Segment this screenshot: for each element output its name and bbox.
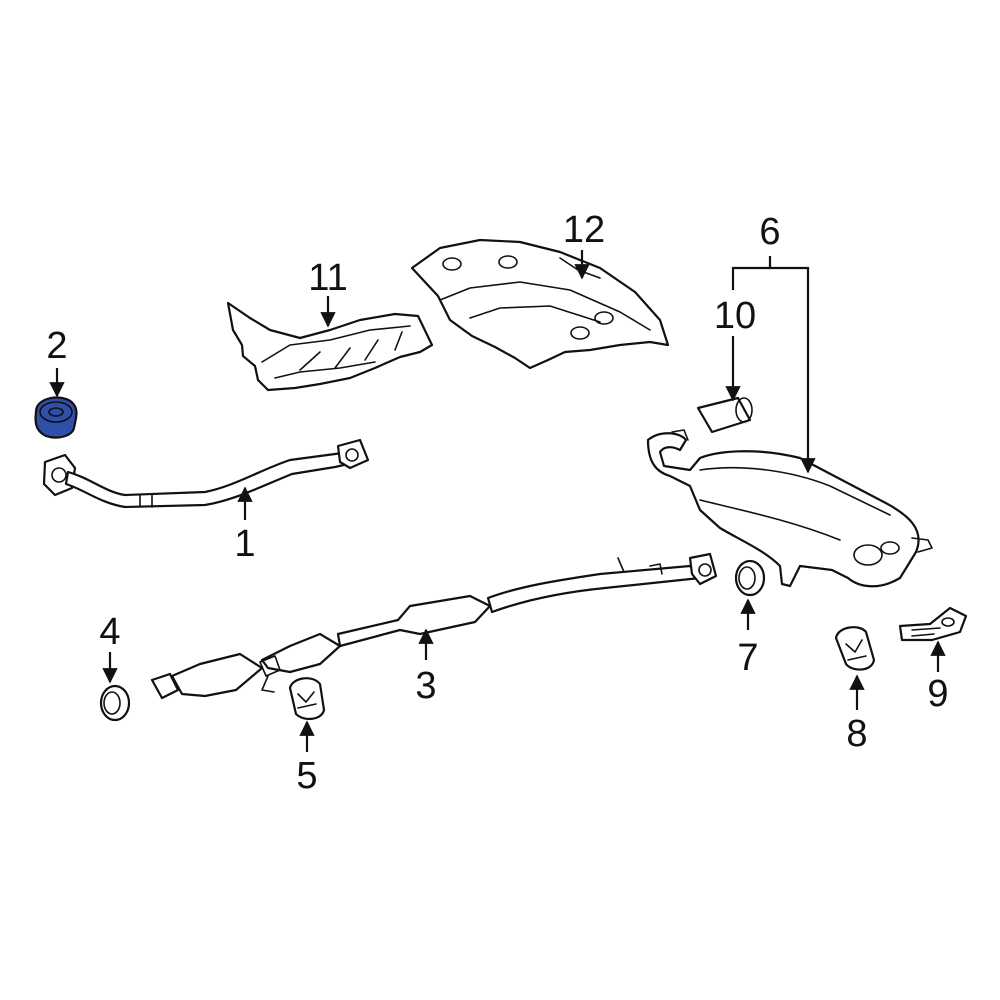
callout-4[interactable]: 4 — [99, 611, 120, 653]
callout-1[interactable]: 1 — [234, 523, 255, 565]
callout-labels: 1 2 3 4 5 6 7 8 9 10 11 12 — [46, 209, 948, 797]
leader-lines — [49, 250, 946, 752]
part-12-center-heat-shield[interactable] — [410, 238, 670, 370]
callout-12[interactable]: 12 — [563, 209, 605, 251]
callout-2[interactable]: 2 — [46, 325, 67, 367]
callout-8[interactable]: 8 — [846, 713, 867, 755]
callout-3[interactable]: 3 — [415, 665, 436, 707]
part-2-gasket[interactable] — [34, 396, 78, 439]
part-5-hanger[interactable] — [288, 677, 326, 720]
part-9-bracket[interactable] — [898, 606, 968, 642]
part-1-front-pipe[interactable] — [42, 438, 370, 509]
part-7-gasket[interactable] — [734, 559, 766, 597]
part-6-muffler-assembly[interactable] — [646, 429, 933, 588]
part-8-hanger[interactable] — [834, 626, 876, 671]
callout-10[interactable]: 10 — [714, 295, 756, 337]
callout-6[interactable]: 6 — [759, 211, 780, 253]
part-10-tail-pipe-tip[interactable] — [696, 396, 753, 434]
callout-7[interactable]: 7 — [737, 637, 758, 679]
callout-11[interactable]: 11 — [308, 257, 347, 299]
part-3-center-pipe-assembly[interactable] — [150, 552, 718, 700]
part-4-gasket[interactable] — [99, 684, 131, 722]
callout-9[interactable]: 9 — [927, 673, 948, 715]
part-11-front-heat-shield[interactable] — [226, 301, 434, 392]
callout-5[interactable]: 5 — [296, 755, 317, 797]
